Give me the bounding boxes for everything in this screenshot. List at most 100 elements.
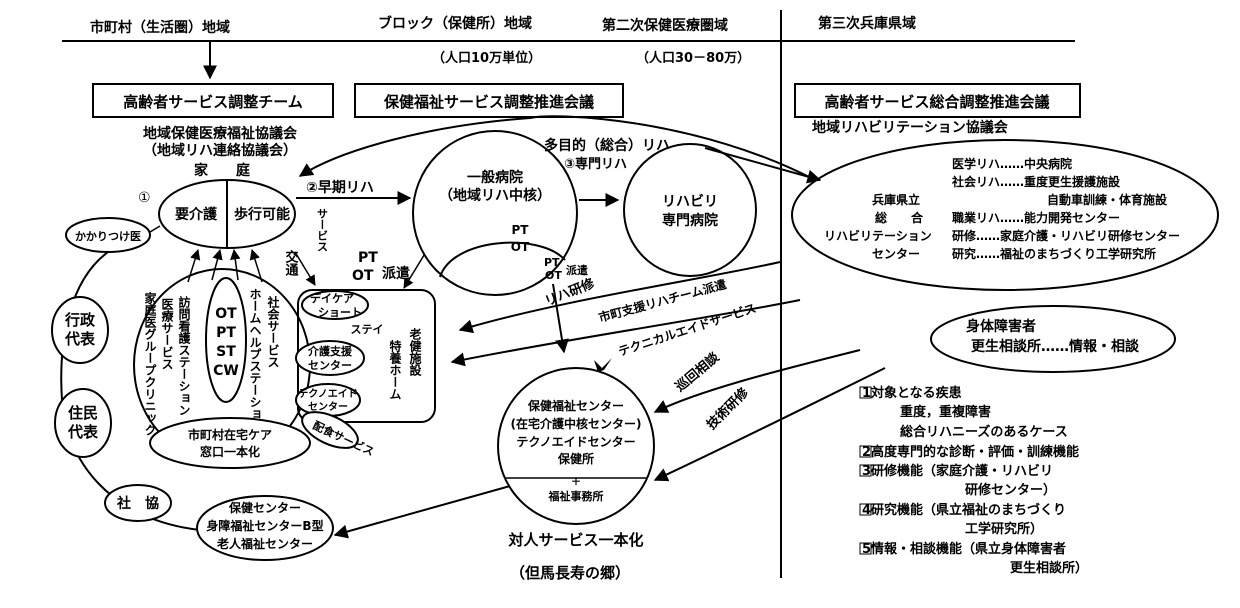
rehab-council: 地域リハビリテーション協議会: [812, 119, 1009, 136]
service-arrow: [294, 251, 316, 286]
team-box: [92, 83, 334, 118]
staff-ot: OT: [215, 306, 237, 322]
tour-arrow: [653, 349, 861, 413]
center-plus: ＋: [571, 476, 581, 488]
arc-right-to-home: [298, 115, 816, 181]
tech-training-arrow: [653, 367, 886, 482]
home-walk: 歩行可能: [234, 206, 290, 223]
window-oval: [149, 417, 311, 469]
multi-rehab: 多目的（総合）リハ: [544, 137, 670, 154]
pref-med: 医学リハ……中央病院: [952, 156, 1072, 171]
tech-aid-check: [594, 358, 612, 372]
note-2: 2高度専門的な診断・評価・訓練機能: [862, 444, 1079, 460]
pref-job: 職業リハ……能力開発センター: [952, 210, 1120, 225]
support-2: センター: [308, 359, 352, 372]
home-label: 家 庭: [194, 162, 251, 179]
up-arrow-4: [249, 248, 263, 283]
note-5a: 更生相談所）: [1010, 560, 1088, 576]
admin-1: 行政: [64, 311, 96, 329]
dispatch-pt: PT: [358, 250, 378, 266]
dispatch2-label: 派遣: [566, 263, 588, 277]
techno-2: センター: [308, 401, 348, 413]
note-3: 3研修機能（家庭介護・リハビリ: [862, 463, 1053, 479]
daycare-1: デイケア: [310, 291, 354, 305]
stay: ステイ: [351, 323, 384, 336]
marker-1: ①: [138, 190, 151, 206]
note-4a: 工学研究所）: [965, 521, 1043, 537]
resident-1: 住民: [68, 404, 98, 422]
center-to-health: [333, 485, 511, 539]
pref-center: センター: [872, 247, 920, 261]
support-oval: [295, 340, 365, 376]
up-arrow-2: [211, 248, 223, 281]
multi-to-pref: [704, 147, 822, 184]
header-col4: 第三次兵庫県域: [818, 15, 916, 32]
pref-kenritsu: 兵庫県立: [872, 192, 920, 207]
health-center-2: 身障福祉センターB型: [206, 518, 323, 533]
window-1: 市町村在宅ケア: [188, 427, 272, 442]
hospital-pt-ot-area: [439, 241, 566, 278]
note-1: 1対象となる疾患: [862, 385, 962, 401]
population-2: （人口30－80万）: [636, 50, 750, 66]
pref-sogo: 総 合: [875, 210, 924, 225]
note-box-1: [859, 386, 872, 399]
meal-oval: [301, 411, 359, 449]
header-col2: ブロック（保健所）地域: [378, 15, 532, 32]
hospital-2: （地域リハ中核）: [439, 187, 551, 204]
center-5: 福祉事務所: [548, 489, 604, 503]
center-2: (在宅介護中核センター): [511, 416, 642, 431]
home-care: 要介護: [175, 206, 218, 223]
welfare-center: [497, 367, 655, 525]
dispatch-ot: OT: [352, 268, 374, 284]
council-box: [354, 83, 624, 118]
specialist-rehab: ③専門リハ: [564, 156, 627, 172]
note-3a: 研修センター）: [965, 482, 1056, 498]
regional-council: 地域保健医療福祉協議会: [143, 125, 298, 142]
general-council-label: 高齢者サービス総合調整推進会議: [824, 93, 1049, 111]
pref-rehab-center: リハビリテーション: [824, 228, 932, 243]
disabled-2: 更生相談所……情報・相談: [971, 338, 1140, 355]
resident-oval: [54, 388, 112, 458]
note-5: 5情報・相談機能（県立身体障害者: [862, 541, 1066, 557]
pref-soc-1: 社会リハ……重度更生援護施設: [951, 174, 1121, 189]
note-box-4: [859, 503, 872, 516]
population-1: （人口10万単位）: [432, 50, 541, 66]
general-council-box: [794, 83, 1081, 118]
rehab-hospital-1: リハビリ: [662, 194, 718, 210]
admin-2: 代表: [64, 330, 96, 348]
visit-nursing: 訪問看護ステーション: [177, 295, 191, 416]
social-service: 社会サービス: [266, 295, 280, 368]
staff-pt: PT: [216, 325, 236, 341]
disabled-1: 身体障害者: [966, 318, 1036, 335]
note-1a: 重度，重複障害: [900, 404, 991, 420]
center-1: 保健福祉センター: [527, 398, 624, 413]
notes: 1対象となる疾患 重度，重複障害 総合リハニーズのあるケース 2高度専門的な診断…: [859, 385, 1088, 576]
council-label: 保健福祉サービス調整推進会議: [383, 93, 594, 111]
health-center: [196, 495, 334, 561]
dispatch-label: 派遣: [382, 265, 410, 282]
staff-cw: CW: [213, 363, 239, 379]
note-box-3: [859, 464, 872, 477]
regional-liaison: （地域リハ連絡協議会）: [143, 142, 297, 159]
note-1b: 総合リハニーズのあるケース: [900, 424, 1068, 440]
roken: 老健施設: [408, 327, 422, 377]
note-box-5: [859, 542, 872, 555]
general-hospital: [412, 130, 578, 296]
doctor-link: [149, 225, 161, 233]
transport: 交通: [283, 249, 299, 277]
family-doctor: かかりつけ医: [75, 230, 141, 243]
support-1: 介護支援: [307, 344, 353, 358]
up-arrow-3: [230, 248, 241, 281]
early-rehab: ②早期リハ: [306, 180, 374, 196]
note-box-2: [859, 445, 872, 458]
hospital-1: 一般病院: [467, 169, 523, 186]
hospital-ot: OT: [511, 240, 530, 254]
staff-oval: [205, 277, 247, 403]
pref-research: 研究……福祉のまちづくり工学研究所: [952, 246, 1156, 261]
daycare-oval: [301, 290, 369, 320]
pref-soc-2: 自動車訓練・体育施設: [1047, 192, 1168, 207]
header-col1: 市町村（生活圏）地域: [90, 19, 230, 36]
header-col3: 第二次保健医療圏域: [602, 17, 728, 34]
health-center-3: 老人福祉センター: [217, 536, 313, 551]
team-label: 高齢者サービス調整チーム: [123, 93, 303, 111]
